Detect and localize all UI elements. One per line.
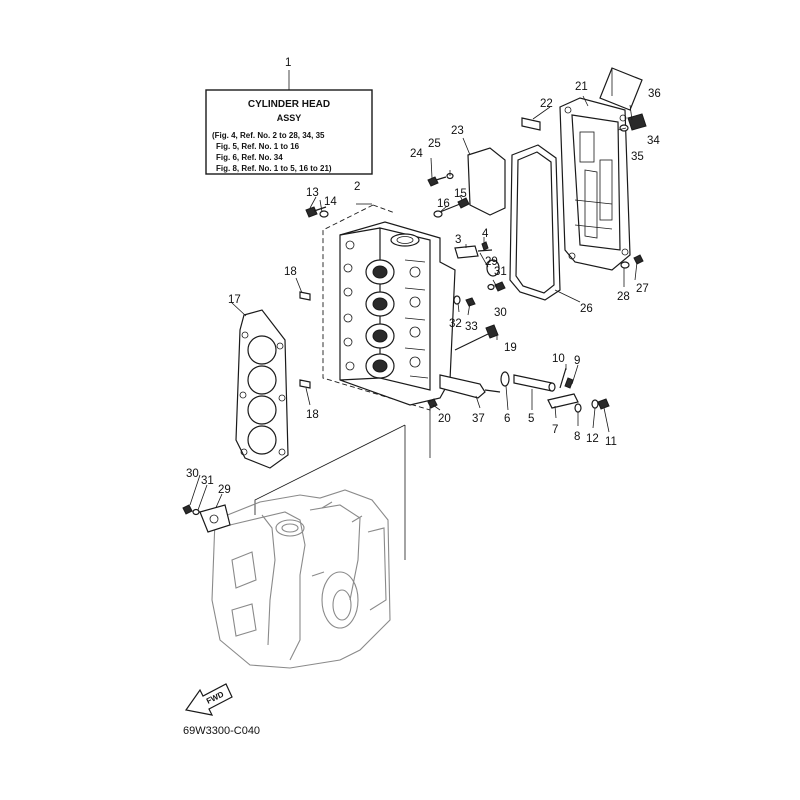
- callout-8: 8: [574, 431, 580, 443]
- thermostat-cover-plate: [462, 137, 506, 216]
- callout-15: 15: [454, 188, 467, 200]
- callout-7: 7: [552, 424, 558, 436]
- callout-28: 28: [617, 291, 630, 303]
- diagram-code: 69W3300-C040: [183, 725, 260, 737]
- callout-32: 32: [449, 318, 462, 330]
- title-box-title: CYLINDER HEAD: [248, 99, 330, 110]
- callout-9: 9: [574, 355, 580, 367]
- callout-10: 10: [552, 353, 565, 365]
- cylinder-head-cover: [559, 95, 631, 271]
- callout-24: 24: [410, 148, 423, 160]
- callout-31-lower: 31: [201, 475, 214, 487]
- callout-19: 19: [504, 342, 517, 354]
- callout-12: 12: [586, 433, 599, 445]
- callout-35: 35: [631, 151, 644, 163]
- callout-37: 37: [472, 413, 485, 425]
- callout-29-upper: 29: [485, 256, 498, 268]
- callout-numbers: 2 3 4 5 6 7 8 9 10 11 12 13 14 15 16 17 …: [186, 81, 661, 496]
- callout-5: 5: [528, 413, 534, 425]
- title-box-note-1: (Fig. 4, Ref. No. 2 to 28, 34, 35: [212, 131, 325, 140]
- cover-gasket: [509, 144, 581, 303]
- combustion-chambers: [365, 259, 395, 379]
- title-box: 1 CYLINDER HEAD ASSY (Fig. 4, Ref. No. 2…: [205, 57, 373, 175]
- callout-36: 36: [648, 88, 661, 100]
- callout-6: 6: [504, 413, 510, 425]
- hardware: [299, 67, 647, 413]
- fwd-label: FWD: [205, 690, 226, 706]
- cylinder-head: [322, 203, 456, 458]
- callout-34: 34: [647, 135, 660, 147]
- cylinder-head-gasket: [231, 302, 289, 469]
- callout-11: 11: [605, 436, 617, 448]
- callout-21: 21: [575, 81, 588, 93]
- title-box-note-2: Fig. 5, Ref. No. 1 to 16: [216, 142, 300, 151]
- title-box-subtitle: ASSY: [277, 113, 302, 123]
- callout-13: 13: [306, 187, 319, 199]
- callout-26: 26: [580, 303, 593, 315]
- callout-20: 20: [438, 413, 451, 425]
- callout-22: 22: [540, 98, 553, 110]
- assembly-lines: [254, 424, 406, 560]
- callout-25: 25: [428, 138, 441, 150]
- callout-27: 27: [636, 283, 649, 295]
- forward-direction-arrow: FWD: [184, 683, 233, 716]
- callout-16: 16: [437, 198, 450, 210]
- cylinder-block: [182, 489, 391, 669]
- callout-30-upper: 30: [494, 307, 507, 319]
- callout-29-lower: 29: [218, 484, 231, 496]
- callout-2: 2: [354, 181, 360, 193]
- title-box-note-4: Fig. 8, Ref. No. 1 to 5, 16 to 21): [216, 164, 332, 173]
- callout-14: 14: [324, 196, 337, 208]
- callout-1: 1: [285, 57, 291, 69]
- title-box-note-3: Fig. 6, Ref. No. 34: [216, 153, 283, 162]
- callout-17: 17: [228, 294, 241, 306]
- callout-18-upper: 18: [284, 266, 297, 278]
- callout-18-lower: 18: [306, 409, 319, 421]
- leader-lines: [189, 68, 638, 513]
- callout-3: 3: [455, 234, 461, 246]
- callout-30-lower: 30: [186, 468, 199, 480]
- callout-4: 4: [482, 228, 489, 240]
- callout-23: 23: [451, 125, 464, 137]
- callout-33: 33: [465, 321, 478, 333]
- callout-31-upper: 31: [494, 266, 507, 278]
